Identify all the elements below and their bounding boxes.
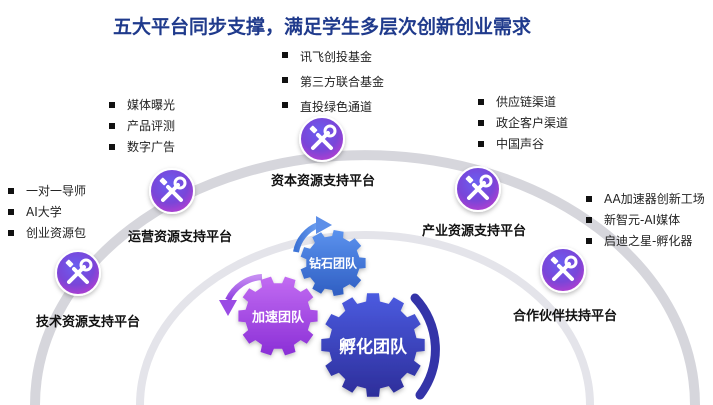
list-item: AA加速器创新工场 (582, 189, 705, 210)
list-partner: AA加速器创新工场 新智元-AI媒体 启迪之星-孵化器 (582, 189, 705, 252)
accel-rotate-arrow (219, 274, 263, 316)
page-title: 五大平台同步支撑，满足学生多层次创新创业需求 (113, 16, 532, 38)
tools-icon (55, 250, 101, 296)
list-item: 政企客户渠道 (474, 113, 568, 134)
incub-arrow-arc (410, 293, 440, 400)
gear-accel (238, 276, 318, 356)
team-label-diamond: 钻石团队 (308, 256, 358, 271)
list-item: AI大学 (4, 202, 86, 223)
list-item: 创业资源包 (4, 223, 86, 244)
gear-incub (321, 293, 425, 397)
platform-label-tech: 技术资源支持平台 (35, 315, 141, 330)
list-item: 供应链渠道 (474, 92, 568, 113)
list-item: 讯飞创投基金 (278, 45, 384, 70)
team-label-accel: 加速团队 (251, 310, 305, 326)
list-item: 启迪之星-孵化器 (582, 231, 705, 252)
tools-icon (540, 247, 586, 293)
diamond-rotate-arrow (293, 216, 332, 253)
tools-icon (455, 166, 501, 212)
list-item: 数字广告 (105, 137, 175, 158)
platform-label-capital: 资本资源支持平台 (270, 174, 376, 189)
tools-icon (149, 168, 195, 214)
platform-label-partner: 合作伙伴扶持平台 (512, 309, 618, 324)
list-capital: 讯飞创投基金 第三方联合基金 直投绿色通道 (278, 45, 384, 120)
platform-label-ops: 运营资源支持平台 (127, 230, 233, 245)
platform-label-industry: 产业资源支持平台 (421, 224, 527, 239)
list-industry: 供应链渠道 政企客户渠道 中国声谷 (474, 92, 568, 155)
list-tech: 一对一导师 AI大学 创业资源包 (4, 181, 86, 244)
list-item: 一对一导师 (4, 181, 86, 202)
inner-arc (136, 231, 594, 405)
list-item: 产品评测 (105, 116, 175, 137)
tools-icon (299, 116, 345, 162)
team-label-incub: 孵化团队 (339, 337, 407, 358)
list-item: 直投绿色通道 (278, 95, 384, 120)
list-ops: 媒体曝光 产品评测 数字广告 (105, 95, 175, 158)
list-item: 第三方联合基金 (278, 70, 384, 95)
gear-diamond (300, 230, 366, 296)
list-item: 中国声谷 (474, 134, 568, 155)
list-item: 媒体曝光 (105, 95, 175, 116)
list-item: 新智元-AI媒体 (582, 210, 705, 231)
